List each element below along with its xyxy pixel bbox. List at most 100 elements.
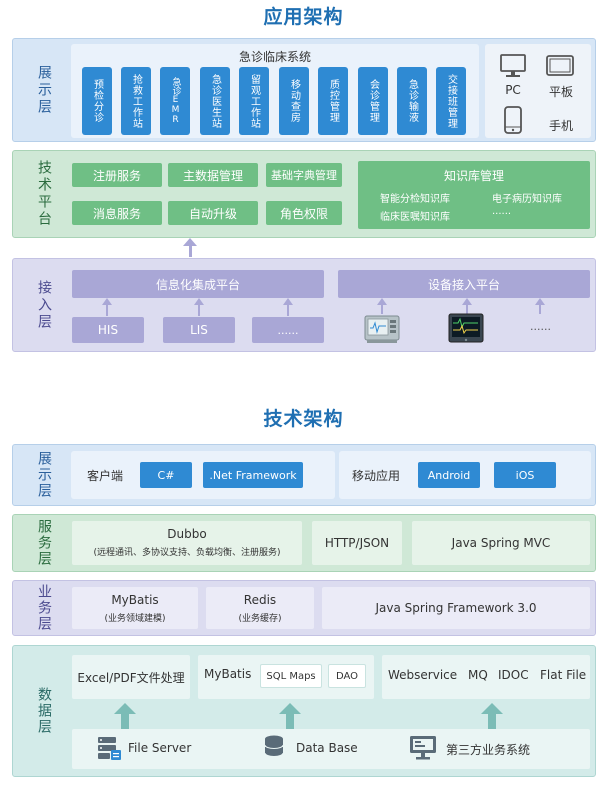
module-observe: 留观工作站: [239, 67, 269, 135]
arrow-stem-lis: [198, 305, 200, 316]
arrow-stem-tech: [189, 245, 192, 257]
database-icon: [264, 735, 284, 757]
devices-panel: PC 平板 手机: [485, 44, 591, 138]
tech-data-label: 数据层: [21, 646, 67, 776]
master-data: 主数据管理: [168, 163, 258, 187]
role-permission: 角色权限: [266, 201, 342, 225]
dao-box: DAO: [328, 664, 366, 688]
pc-label: PC: [505, 83, 521, 97]
mobile-app-label: 移动应用: [352, 469, 401, 483]
module-consult: 会诊管理: [358, 67, 388, 135]
module-handover: 交接班管理: [436, 67, 466, 135]
dict-management: 基础字典管理: [266, 163, 342, 187]
dubbo-desc: (远程通讯、多协议支持、负载均衡、注册服务): [93, 548, 281, 558]
module-handover-text: 交接班管理: [445, 73, 457, 129]
arrow-up-icon: [279, 703, 301, 714]
arrow-up-icon: [481, 703, 503, 714]
knowledge-base-panel: 知识库管理 智能分检知识库 电子病历知识库 临床医嘱知识库 ......: [358, 161, 590, 229]
sql-maps-box: SQL Maps: [260, 664, 322, 688]
phone-label: 手机: [548, 119, 573, 133]
arrow-stem-third: [488, 713, 496, 729]
module-rounds-text: 移动查房: [288, 79, 300, 123]
app-arch-title: 应用架构: [263, 6, 344, 28]
ecg-device-icon: [448, 313, 484, 343]
tech-business-label: 业务层: [21, 581, 67, 635]
app-display-label-text: 展示层: [36, 64, 52, 116]
register-service: 注册服务: [72, 163, 162, 187]
file-server-icon: [98, 737, 121, 760]
dubbo-box: Dubbo (远程通讯、多协议支持、负载均衡、注册服务): [72, 521, 302, 565]
message-service: 消息服务: [72, 201, 162, 225]
module-triage: 预检分诊: [82, 67, 112, 135]
redis-desc: (业务缓存): [238, 614, 282, 624]
flatfile-label: Flat File: [540, 668, 587, 682]
redis-box: Redis (业务缓存): [206, 587, 314, 629]
module-infusion-text: 急诊输液: [406, 79, 418, 123]
tech-data-label-text: 数据层: [36, 687, 52, 735]
arrow-up-icon: [462, 298, 472, 305]
module-infusion: 急诊输液: [397, 67, 427, 135]
client-label: 客户端: [87, 469, 124, 483]
biz-mybatis-box: MyBatis (业务领域建模): [72, 587, 198, 629]
http-json-box: HTTP/JSON: [312, 521, 402, 565]
arrow-stem-dev3: [539, 305, 541, 314]
integration-box: Webservice MQ IDOC Flat File: [382, 655, 590, 699]
third-party-system-icon: [410, 736, 436, 760]
dubbo-title: Dubbo: [167, 527, 207, 541]
module-quality-text: 质控管理: [327, 79, 339, 123]
app-display-label: 展示层: [21, 39, 67, 141]
tech-display-label-text: 展示层: [36, 451, 52, 499]
arrow-up-icon: [102, 298, 112, 305]
app-tech-label-text: 技术平台: [36, 160, 52, 228]
module-emr: 急诊EMR: [160, 67, 190, 135]
his-system: HIS: [72, 317, 144, 343]
app-tech-label: 技术平台: [21, 151, 67, 237]
arrow-stem-more: [287, 305, 289, 316]
tablet-icon: [546, 55, 574, 76]
csharp-box: C#: [140, 462, 192, 488]
lis-system: LIS: [163, 317, 235, 343]
arrow-stem-file: [121, 713, 129, 729]
data-sources-bar: [72, 729, 590, 769]
idoc-label: IDOC: [498, 668, 529, 682]
module-consult-text: 会诊管理: [367, 79, 379, 123]
arrow-up-icon: [283, 298, 293, 305]
tech-display-label: 展示层: [21, 445, 67, 505]
module-triage-text: 预检分诊: [91, 79, 103, 123]
knowledge-emr: 电子病历知识库: [492, 194, 562, 205]
third-party-label: 第三方业务系统: [446, 743, 531, 757]
module-quality: 质控管理: [318, 67, 348, 135]
module-emr-text: 急诊EMR: [170, 77, 181, 125]
module-rescue: 抢救工作站: [121, 67, 151, 135]
module-rounds: 移动查房: [279, 67, 309, 135]
arrow-stem-dev2: [466, 305, 468, 314]
other-system: ......: [252, 317, 324, 343]
data-mybatis-title: MyBatis: [204, 667, 252, 681]
biz-mybatis-desc: (业务领域建模): [104, 614, 166, 624]
arrow-up-icon: [194, 298, 204, 305]
file-server-label: File Server: [128, 741, 192, 755]
data-mybatis-box: MyBatis SQL Maps DAO: [198, 655, 374, 699]
arrow-up-icon: [183, 238, 197, 246]
spring-mvc-box: Java Spring MVC: [412, 521, 590, 565]
arrow-stem-his: [106, 305, 108, 316]
emergency-system-title: 急诊临床系统: [238, 50, 311, 64]
tech-service-label-text: 服务层: [36, 519, 52, 567]
auto-upgrade: 自动升级: [168, 201, 258, 225]
pc-icon: [500, 54, 526, 77]
tech-business-label-text: 业务层: [36, 584, 52, 632]
tech-arch-title: 技术架构: [263, 408, 344, 430]
app-access-label-text: 接入层: [36, 279, 52, 331]
knowledge-base-title: 知识库管理: [443, 169, 504, 183]
device-more: ......: [530, 320, 551, 333]
info-integration-platform: 信息化集成平台: [72, 270, 324, 298]
excel-pdf-box: Excel/PDF文件处理: [72, 655, 190, 699]
knowledge-triage: 智能分检知识库: [380, 194, 450, 205]
knowledge-orders: 临床医嘱知识库: [380, 212, 450, 223]
ios-box: iOS: [494, 462, 556, 488]
module-rescue-text: 抢救工作站: [130, 73, 142, 129]
module-doctor: 急诊医生站: [200, 67, 230, 135]
biz-mybatis-title: MyBatis: [111, 593, 159, 607]
module-observe-text: 留观工作站: [248, 73, 260, 129]
webservice-label: Webservice: [388, 668, 458, 682]
